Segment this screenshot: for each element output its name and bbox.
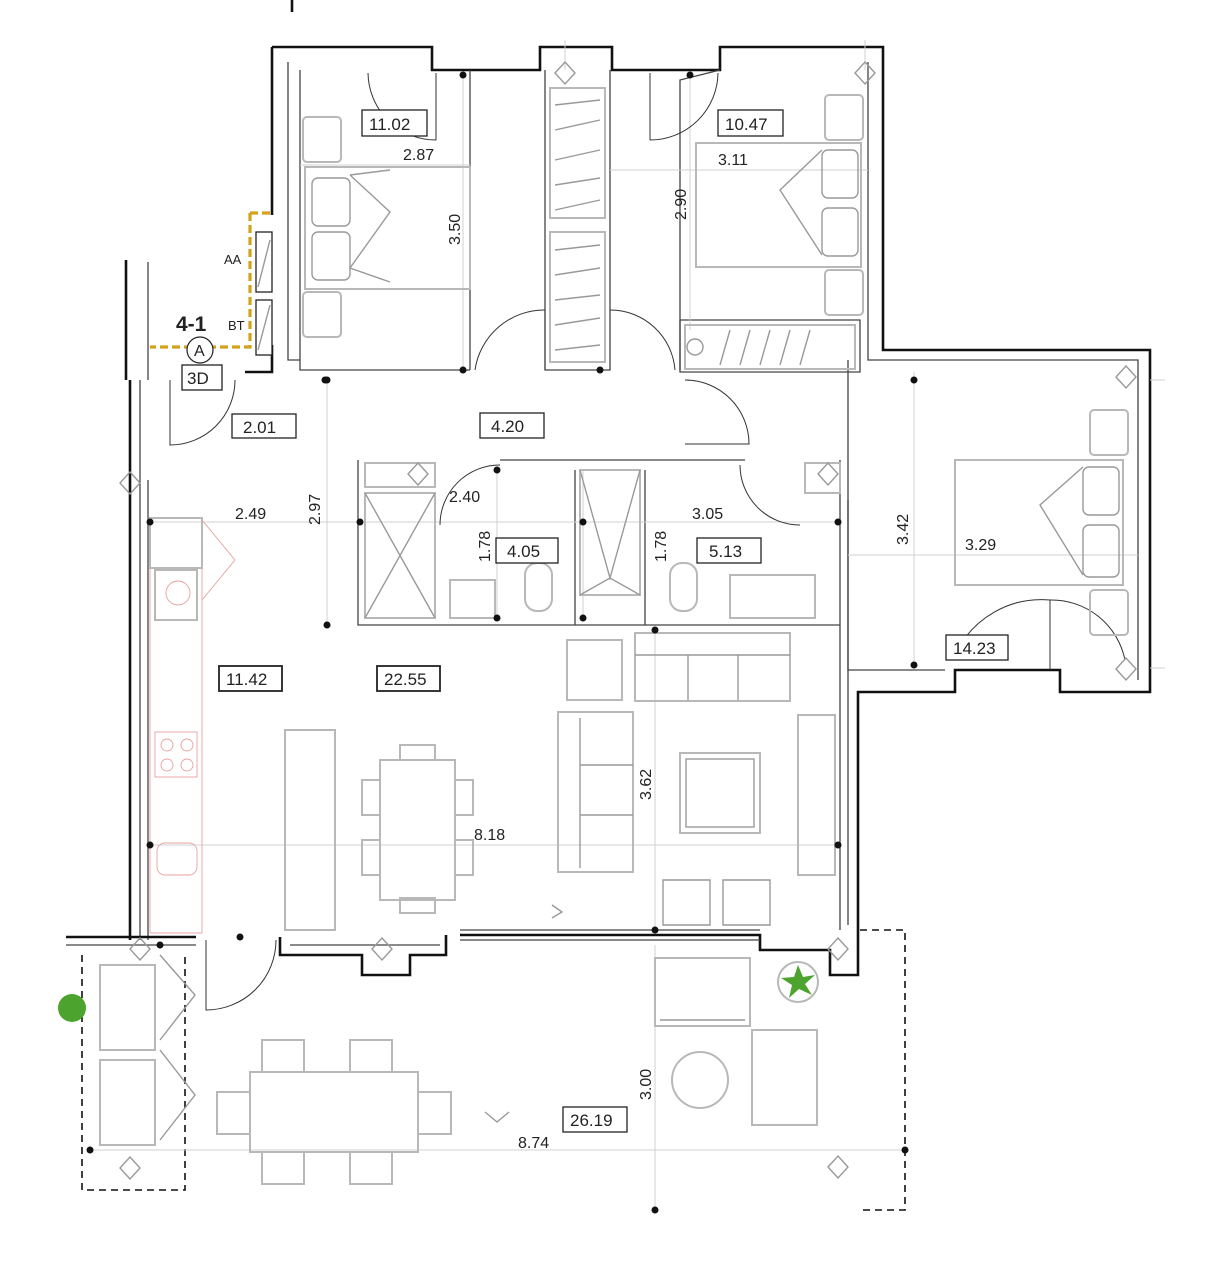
dining-table — [284, 729, 474, 931]
terrace-furniture — [99, 954, 818, 1185]
plant-icon — [58, 961, 819, 1022]
area-kitchen: 11.42 — [226, 670, 267, 689]
area-bathroom-1: 4.05 — [507, 542, 540, 561]
living-sofa-set — [551, 632, 836, 926]
dim-bedroom-1-depth: 3.50 — [447, 214, 464, 245]
exterior-walls — [66, 0, 1152, 977]
dim-living-width: 8.18 — [474, 827, 505, 844]
dim-bath-2-width: 3.05 — [692, 506, 723, 523]
wardrobe-block — [549, 87, 856, 370]
area-bedroom-1: 11.02 — [369, 115, 410, 134]
dimension-nodes — [86, 71, 918, 1214]
area-entrance: 2.01 — [243, 418, 276, 437]
dim-bedroom-1-width: 2.87 — [403, 147, 434, 164]
area-terrace: 26.19 — [570, 1111, 613, 1130]
dim-master-width: 3.29 — [965, 537, 996, 554]
bt-marker-label: BT — [228, 318, 245, 333]
area-labels: 11.02 10.47 2.01 4.20 4.05 5.13 14.23 11… — [218, 109, 1009, 1133]
area-bathroom-2: 5.13 — [709, 542, 742, 561]
unit-code: 4-1 — [176, 313, 207, 336]
bed-bedroom-2 — [695, 94, 864, 316]
aa-marker-label: AA — [224, 252, 242, 267]
area-bedroom-2: 10.47 — [725, 115, 768, 134]
unit-marker: AA BT 4-1 A 3D — [176, 231, 273, 391]
dim-bath-2-depth: 1.78 — [653, 531, 670, 562]
shower-shaft — [579, 469, 641, 596]
dim-bedroom-2-depth: 2.90 — [673, 189, 690, 220]
dim-terrace-depth: 3.00 — [638, 1069, 655, 1100]
view-3d-link[interactable]: 3D — [187, 369, 209, 388]
dim-master-depth: 3.42 — [895, 514, 912, 545]
kitchen-counter — [149, 517, 236, 934]
dim-bath-1-depth: 1.78 — [477, 531, 494, 562]
bathroom-2-fixtures — [669, 462, 841, 619]
bed-bedroom-1 — [302, 116, 471, 338]
dim-living-depth: 3.62 — [638, 769, 655, 800]
column-markers — [119, 60, 1137, 1181]
dim-bath-1-width: 2.40 — [449, 489, 480, 506]
dimension-labels: 2.87 3.50 3.11 2.90 2.40 1.78 3.05 1.78 … — [235, 147, 996, 1152]
unit-letter: A — [194, 343, 205, 360]
terrace-boundary — [81, 929, 906, 1211]
area-living: 22.55 — [384, 670, 427, 689]
entry-marker-outline — [150, 211, 272, 349]
dim-terrace-width: 8.74 — [518, 1135, 549, 1152]
area-corridor: 4.20 — [491, 417, 524, 436]
unit-letter-circle — [186, 336, 214, 364]
dim-kitchen-width: 2.49 — [235, 506, 266, 523]
dim-hall-depth: 2.97 — [307, 494, 324, 525]
bed-master — [954, 409, 1129, 636]
bathroom-1-fixtures — [364, 462, 553, 619]
dim-bedroom-2-width: 3.11 — [718, 152, 748, 169]
doors — [169, 72, 1126, 1011]
area-master-bedroom: 14.23 — [953, 639, 996, 658]
